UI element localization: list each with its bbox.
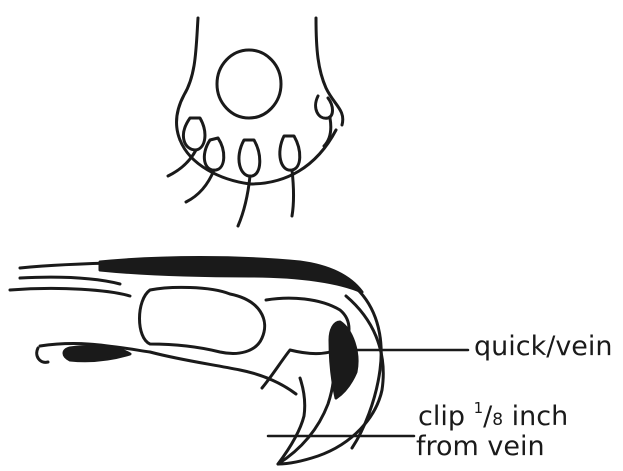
toe-upper-bone <box>10 277 130 296</box>
paw-illustration <box>168 18 343 226</box>
clip-denominator: 8 <box>492 410 503 430</box>
toe-left-end <box>37 348 48 362</box>
clip-numerator: 1 <box>474 399 484 417</box>
quick-vein-label: quick/vein <box>474 332 613 362</box>
clip-label-line2: from vein <box>416 432 545 462</box>
middle-bone <box>140 287 265 353</box>
paw-pad <box>217 50 281 118</box>
clip-label-line1: clip 1/8 inch <box>418 400 568 432</box>
toe-underside-shading <box>64 346 130 360</box>
claw-cross-section <box>10 258 383 465</box>
toe-top-shading <box>100 258 362 293</box>
quick-vein <box>330 322 357 398</box>
paw-toe-1 <box>168 118 205 176</box>
clip-slash: / <box>483 401 492 432</box>
clip-suffix: inch <box>503 401 568 432</box>
clip-prefix: clip <box>418 401 474 432</box>
